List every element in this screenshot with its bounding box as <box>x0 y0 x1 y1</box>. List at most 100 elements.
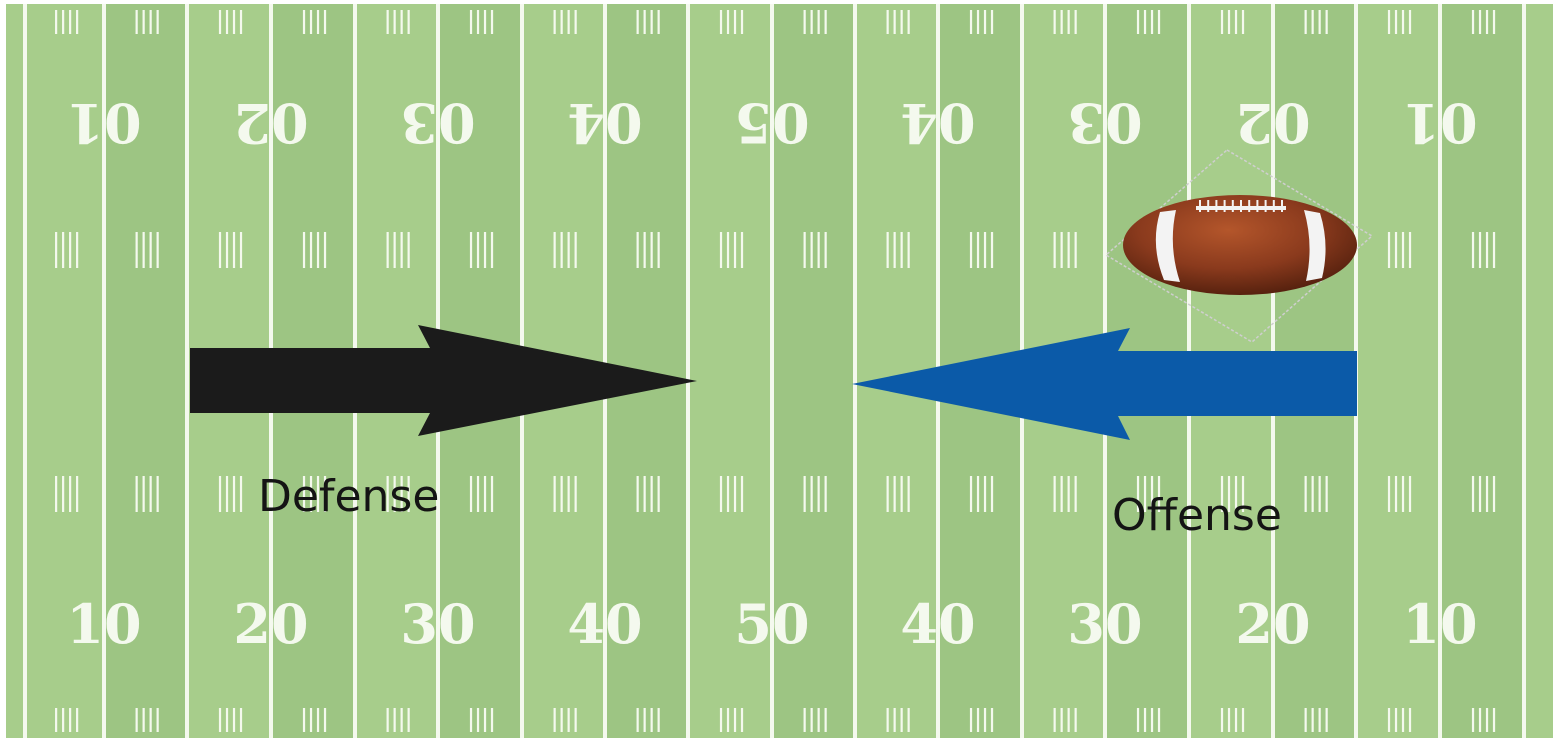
hash-mark <box>1234 476 1238 512</box>
hash-mark <box>907 10 910 34</box>
hash-mark <box>657 232 660 268</box>
hash-mark <box>316 476 320 512</box>
hash-mark <box>1478 232 1482 268</box>
hash-mark <box>1136 708 1140 732</box>
hash-mark <box>386 10 389 34</box>
hash-mark <box>400 232 403 268</box>
football-stripe-right <box>1304 210 1326 281</box>
hash-mark <box>650 10 653 34</box>
hash-mark <box>1492 708 1496 732</box>
hash-mark <box>218 232 222 268</box>
hash-mark <box>893 232 896 268</box>
hash-mark <box>643 476 646 512</box>
hash-mark <box>239 10 243 34</box>
hash-mark <box>1060 476 1063 512</box>
hash-mark <box>886 10 889 34</box>
hash-mark <box>907 232 910 268</box>
hash-mark <box>62 476 65 512</box>
hash-mark <box>824 232 827 268</box>
hash-mark <box>218 476 222 512</box>
hash-mark <box>983 708 987 732</box>
hash-mark <box>239 476 243 512</box>
hash-mark <box>824 476 827 512</box>
hash-mark <box>726 476 730 512</box>
hash-mark <box>560 476 563 512</box>
hash-mark <box>810 476 813 512</box>
hash-mark <box>726 232 730 268</box>
hash-mark <box>893 476 896 512</box>
hash-mark <box>1401 476 1405 512</box>
hash-mark <box>1060 232 1063 268</box>
hash-mark <box>1053 476 1056 512</box>
hash-mark <box>149 708 152 732</box>
lace-stitch <box>1207 200 1210 212</box>
hash-mark <box>726 10 730 34</box>
hash-mark <box>302 476 306 512</box>
hash-mark <box>643 10 646 34</box>
hash-mark <box>1227 10 1231 34</box>
hash-mark <box>316 232 320 268</box>
hash-mark <box>407 232 410 268</box>
hash-mark <box>386 232 389 268</box>
hash-mark <box>1136 476 1140 512</box>
hash-mark <box>149 476 152 512</box>
hash-mark <box>810 232 813 268</box>
hash-mark <box>393 708 396 732</box>
hash-mark <box>302 708 306 732</box>
hash-mark <box>969 476 973 512</box>
hash-mark <box>1394 708 1398 732</box>
yard-number-top: 04 <box>900 91 975 155</box>
hash-mark <box>62 10 65 34</box>
hash-mark <box>1387 708 1391 732</box>
hash-mark <box>309 10 313 34</box>
hash-mark <box>135 708 138 732</box>
hash-mark <box>218 708 222 732</box>
lace-stitch <box>1281 200 1283 212</box>
hash-mark <box>719 10 723 34</box>
hash-mark <box>55 10 58 34</box>
hash-mark <box>490 10 494 34</box>
hash-mark <box>62 708 65 732</box>
lace-stitch <box>1199 200 1201 212</box>
hash-mark <box>232 10 236 34</box>
hash-mark <box>1387 232 1391 268</box>
hash-mark <box>1067 10 1070 34</box>
hash-mark <box>76 232 79 268</box>
hash-mark <box>407 708 410 732</box>
hash-mark <box>886 232 889 268</box>
hash-mark <box>1394 476 1398 512</box>
hash-mark <box>650 232 653 268</box>
turf-stripe <box>772 4 855 738</box>
hash-mark <box>740 232 744 268</box>
hash-mark <box>1060 708 1063 732</box>
hash-mark <box>142 10 145 34</box>
yard-number-bottom: 10 <box>66 592 141 656</box>
yard-line <box>853 4 857 738</box>
offense-arrow-icon <box>852 328 1357 440</box>
hash-mark <box>983 232 987 268</box>
hash-mark <box>469 232 473 268</box>
hash-mark <box>574 708 577 732</box>
hash-mark <box>719 476 723 512</box>
hash-mark <box>1150 10 1154 34</box>
defense-arrow-icon <box>190 325 697 436</box>
hash-mark <box>309 476 313 512</box>
hash-mark <box>567 708 570 732</box>
hash-mark <box>886 708 889 732</box>
hash-mark <box>733 10 737 34</box>
hash-mark <box>574 232 577 268</box>
yard-number-top: 01 <box>1402 91 1477 155</box>
hash-mark <box>239 232 243 268</box>
hash-mark <box>1471 708 1475 732</box>
football-icon[interactable] <box>1104 149 1374 343</box>
hash-mark <box>1408 708 1412 732</box>
hash-mark <box>1311 708 1314 732</box>
hash-mark <box>907 476 910 512</box>
hash-mark <box>469 10 473 34</box>
hash-mark <box>1318 10 1321 34</box>
hash-mark <box>156 10 159 34</box>
hash-mark <box>225 708 229 732</box>
hash-mark <box>232 232 236 268</box>
